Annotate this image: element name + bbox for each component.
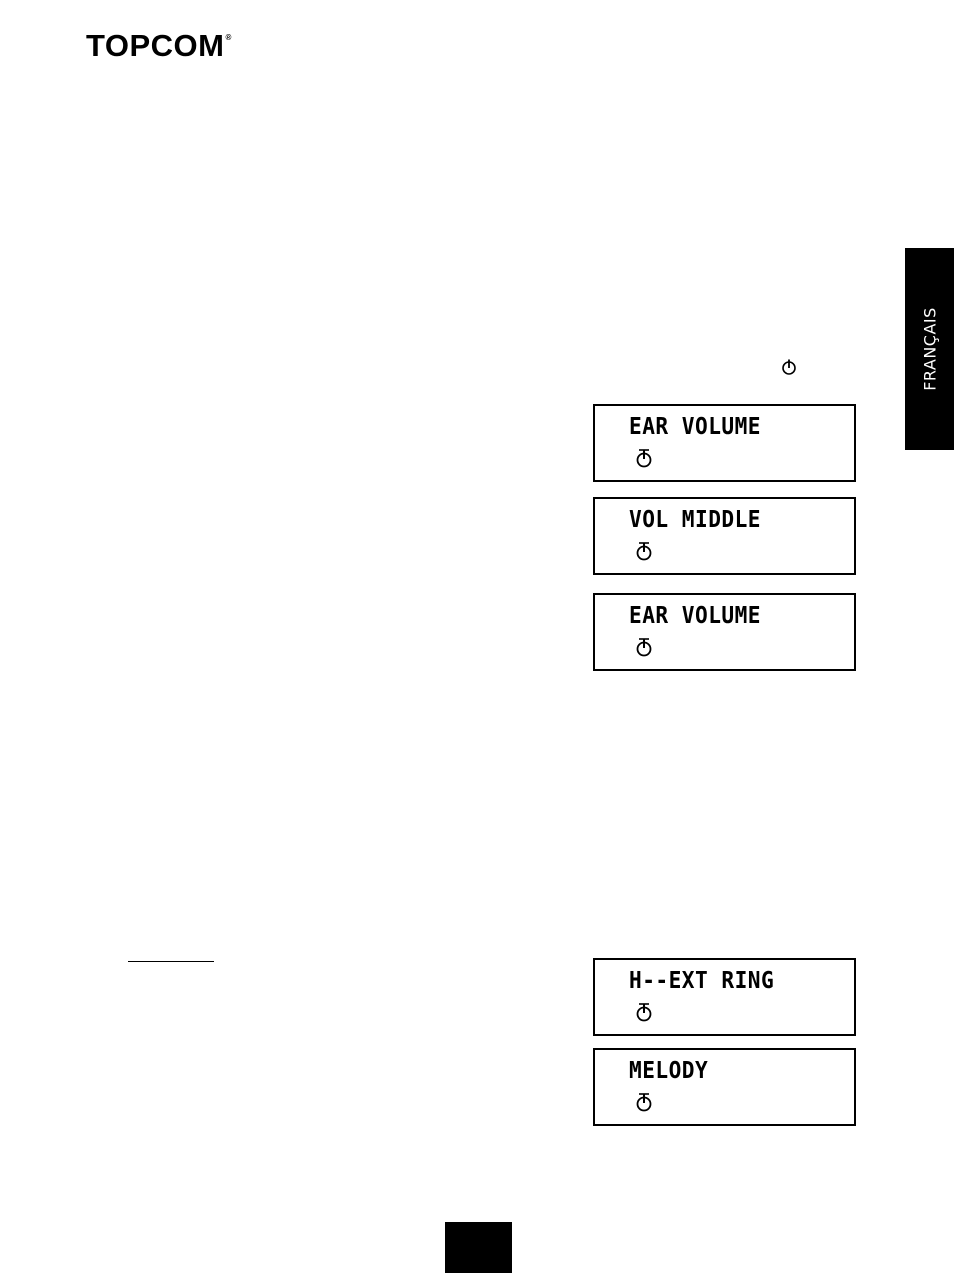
lcd-text: EAR VOLUME <box>629 603 762 629</box>
power-standby-icon <box>782 359 796 375</box>
power-standby-icon <box>636 449 652 468</box>
registered-mark: ® <box>225 33 232 42</box>
section-underline <box>128 961 214 962</box>
lcd-text: VOL MIDDLE <box>629 507 762 533</box>
power-standby-icon <box>636 542 652 561</box>
lcd-display-4: H--EXT RING <box>593 958 856 1036</box>
lcd-text: H--EXT RING <box>629 968 775 994</box>
lcd-display-2: VOL MIDDLE <box>593 497 856 575</box>
language-tab-label: FRANÇAIS <box>920 307 939 391</box>
lcd-display-3: EAR VOLUME <box>593 593 856 671</box>
logo-text: TOPCOM <box>86 28 225 63</box>
lcd-display-1: EAR VOLUME <box>593 404 856 482</box>
lcd-display-5: MELODY <box>593 1048 856 1126</box>
power-standby-icon <box>636 638 652 657</box>
topcom-logo: TOPCOM® <box>86 30 232 61</box>
power-standby-icon <box>636 1003 652 1022</box>
lcd-text: MELODY <box>629 1058 709 1084</box>
language-tab: FRANÇAIS <box>905 248 954 450</box>
lcd-text: EAR VOLUME <box>629 414 762 440</box>
page-number-box <box>445 1222 512 1273</box>
power-standby-icon <box>636 1093 652 1112</box>
